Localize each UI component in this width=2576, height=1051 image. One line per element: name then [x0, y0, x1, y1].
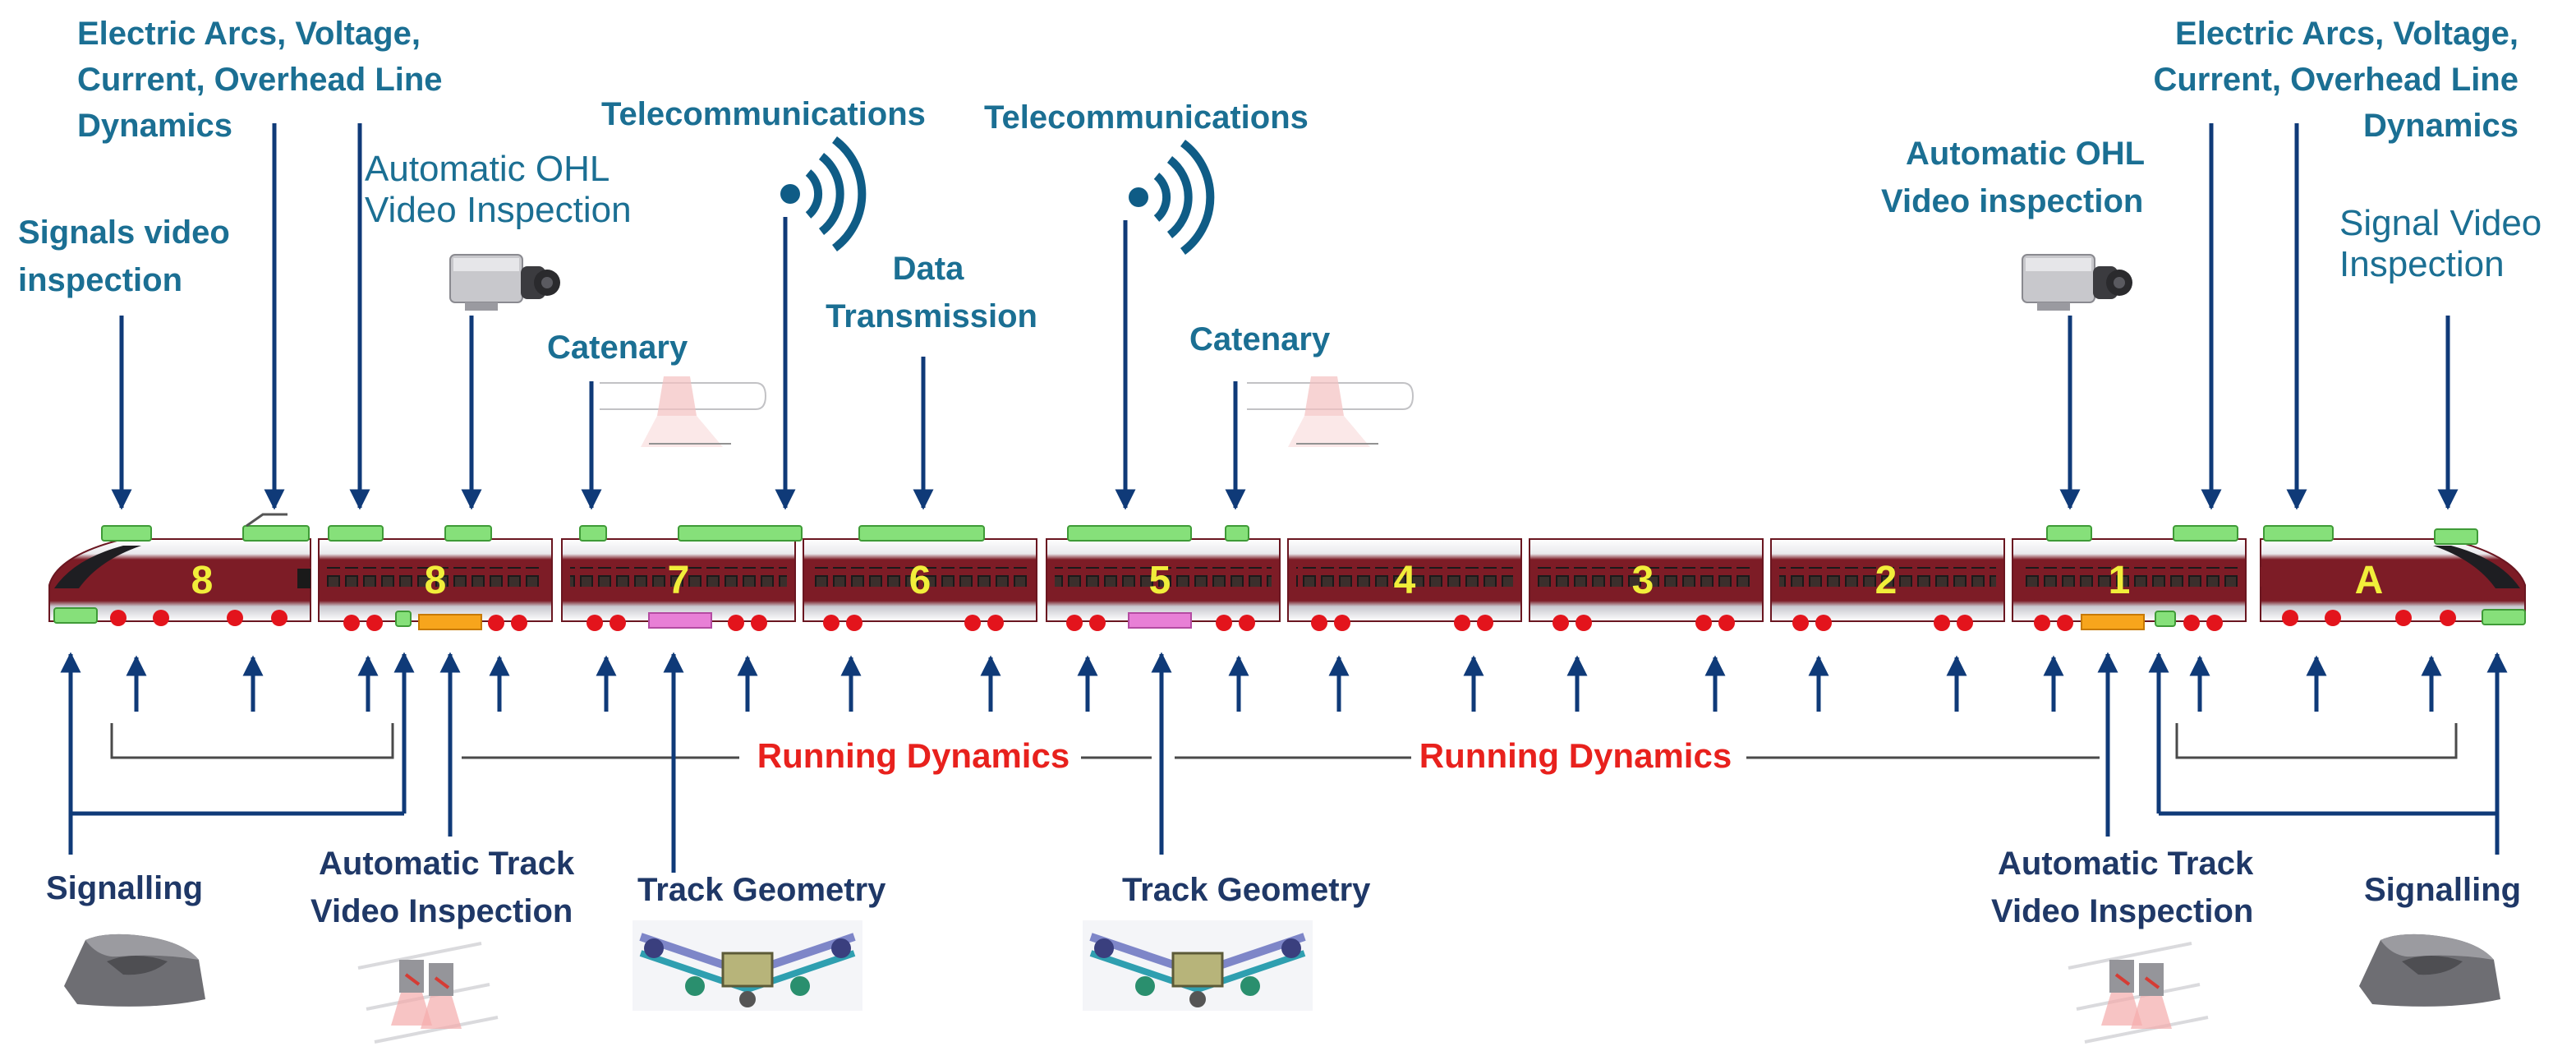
svg-text:Current, Overhead Line: Current, Overhead Line [2153, 62, 2518, 98]
svg-text:Signals video: Signals video [18, 214, 230, 251]
svg-text:Inspection: Inspection [2339, 244, 2505, 284]
wifi-icon [1129, 139, 1215, 256]
svg-text:Data: Data [893, 251, 964, 287]
car-5: 5 [1046, 538, 1281, 622]
car-6: 6 [803, 538, 1037, 622]
car-7: 7 [561, 538, 796, 622]
balise-icon [64, 933, 205, 1007]
track-camera-box [418, 614, 482, 630]
bottom-arrows-long [60, 652, 2508, 873]
svg-text:Signal Video: Signal Video [2339, 203, 2542, 243]
video-camera-icon [449, 254, 560, 311]
track-inspection-camera-icon [2068, 942, 2209, 1044]
pantograph-icon [246, 513, 288, 528]
label-data-transmission: Data Transmission [826, 251, 1037, 334]
train: 8 8 7 6 5 4 3 [48, 538, 2526, 622]
svg-text:Automatic OHL: Automatic OHL [365, 149, 610, 189]
svg-text:Automatic OHL: Automatic OHL [1906, 136, 2145, 172]
svg-text:Automatic Track: Automatic Track [1998, 846, 2254, 882]
svg-text:Automatic Track: Automatic Track [319, 846, 575, 882]
svg-text:1: 1 [2109, 559, 2131, 602]
svg-text:Video Inspection: Video Inspection [310, 893, 573, 929]
svg-text:3: 3 [1632, 559, 1654, 602]
svg-text:Transmission: Transmission [826, 298, 1037, 334]
label-running-dynamics-right: Running Dynamics [1419, 736, 1732, 775]
geometry-sensor-box [1128, 612, 1192, 629]
label-catenary-left: Catenary [547, 330, 688, 366]
label-arcs-left: Electric Arcs, Voltage, Current, Overhea… [77, 16, 443, 144]
svg-text:Dynamics: Dynamics [77, 108, 232, 144]
car-4: 4 [1287, 538, 1522, 622]
car-1: 1 [2012, 538, 2247, 622]
label-telecom-mid: Telecommunications [984, 99, 1309, 136]
catenary-icon [600, 376, 767, 447]
svg-text:Dynamics: Dynamics [2363, 108, 2518, 144]
label-running-dynamics-left: Running Dynamics [757, 736, 1070, 775]
wifi-icon [780, 136, 867, 252]
label-ohl-video-right: Automatic OHL Video inspection [1881, 136, 2145, 219]
label-signalling-left: Signalling [46, 870, 203, 906]
track-geometry-bogie-icon [632, 920, 862, 1011]
roof-equipment [53, 525, 2526, 627]
svg-text:Video Inspection: Video Inspection [1991, 893, 2253, 929]
bottom-arrows-running [126, 655, 2442, 712]
label-track-geometry-left: Track Geometry [637, 872, 886, 908]
svg-text:8: 8 [191, 559, 214, 602]
label-track-geometry-right: Track Geometry [1122, 872, 1371, 908]
top-arrows [111, 123, 2459, 510]
label-track-video-right: Automatic Track Video Inspection [1991, 846, 2254, 929]
track-camera-box [2081, 614, 2145, 630]
label-ohl-video-left: Automatic OHL Video Inspection [365, 149, 632, 230]
geometry-sensor-box [648, 612, 712, 629]
track-inspection-camera-icon [357, 942, 499, 1044]
video-camera-icon [2022, 254, 2132, 311]
label-track-video-left: Automatic Track Video Inspection [310, 846, 575, 929]
balise-icon [2359, 933, 2500, 1007]
label-arcs-right: Electric Arcs, Voltage, Current, Overhea… [2153, 16, 2518, 144]
svg-text:2: 2 [1875, 559, 1898, 602]
svg-text:7: 7 [668, 559, 690, 602]
car-2: 2 [1770, 538, 2005, 622]
label-signals-video-left: Signals video inspection [18, 214, 230, 298]
catenary-icon [1247, 376, 1414, 447]
running-dynamics-connector [110, 723, 2458, 759]
svg-text:Current, Overhead Line: Current, Overhead Line [77, 62, 443, 98]
svg-text:Electric Arcs, Voltage,: Electric Arcs, Voltage, [2175, 16, 2518, 52]
wheels [110, 610, 2456, 631]
label-catenary-mid: Catenary [1189, 321, 1331, 357]
label-telecom-left: Telecommunications [601, 96, 926, 132]
car-3: 3 [1529, 538, 1764, 622]
car-8: 8 [318, 538, 553, 622]
svg-text:Video Inspection: Video Inspection [365, 190, 632, 230]
label-signalling-right: Signalling [2364, 872, 2521, 908]
svg-text:5: 5 [1149, 559, 1171, 602]
car-8-head: 8 [48, 538, 311, 622]
svg-text:A: A [2355, 559, 2384, 602]
label-signal-video-right: Signal Video Inspection [2339, 203, 2542, 284]
svg-text:8: 8 [425, 559, 447, 602]
svg-text:6: 6 [909, 559, 932, 602]
svg-text:inspection: inspection [18, 262, 182, 298]
svg-text:Video inspection: Video inspection [1881, 183, 2143, 219]
svg-text:4: 4 [1394, 559, 1416, 602]
track-geometry-bogie-icon [1083, 920, 1313, 1011]
svg-text:Electric Arcs, Voltage,: Electric Arcs, Voltage, [77, 16, 421, 52]
